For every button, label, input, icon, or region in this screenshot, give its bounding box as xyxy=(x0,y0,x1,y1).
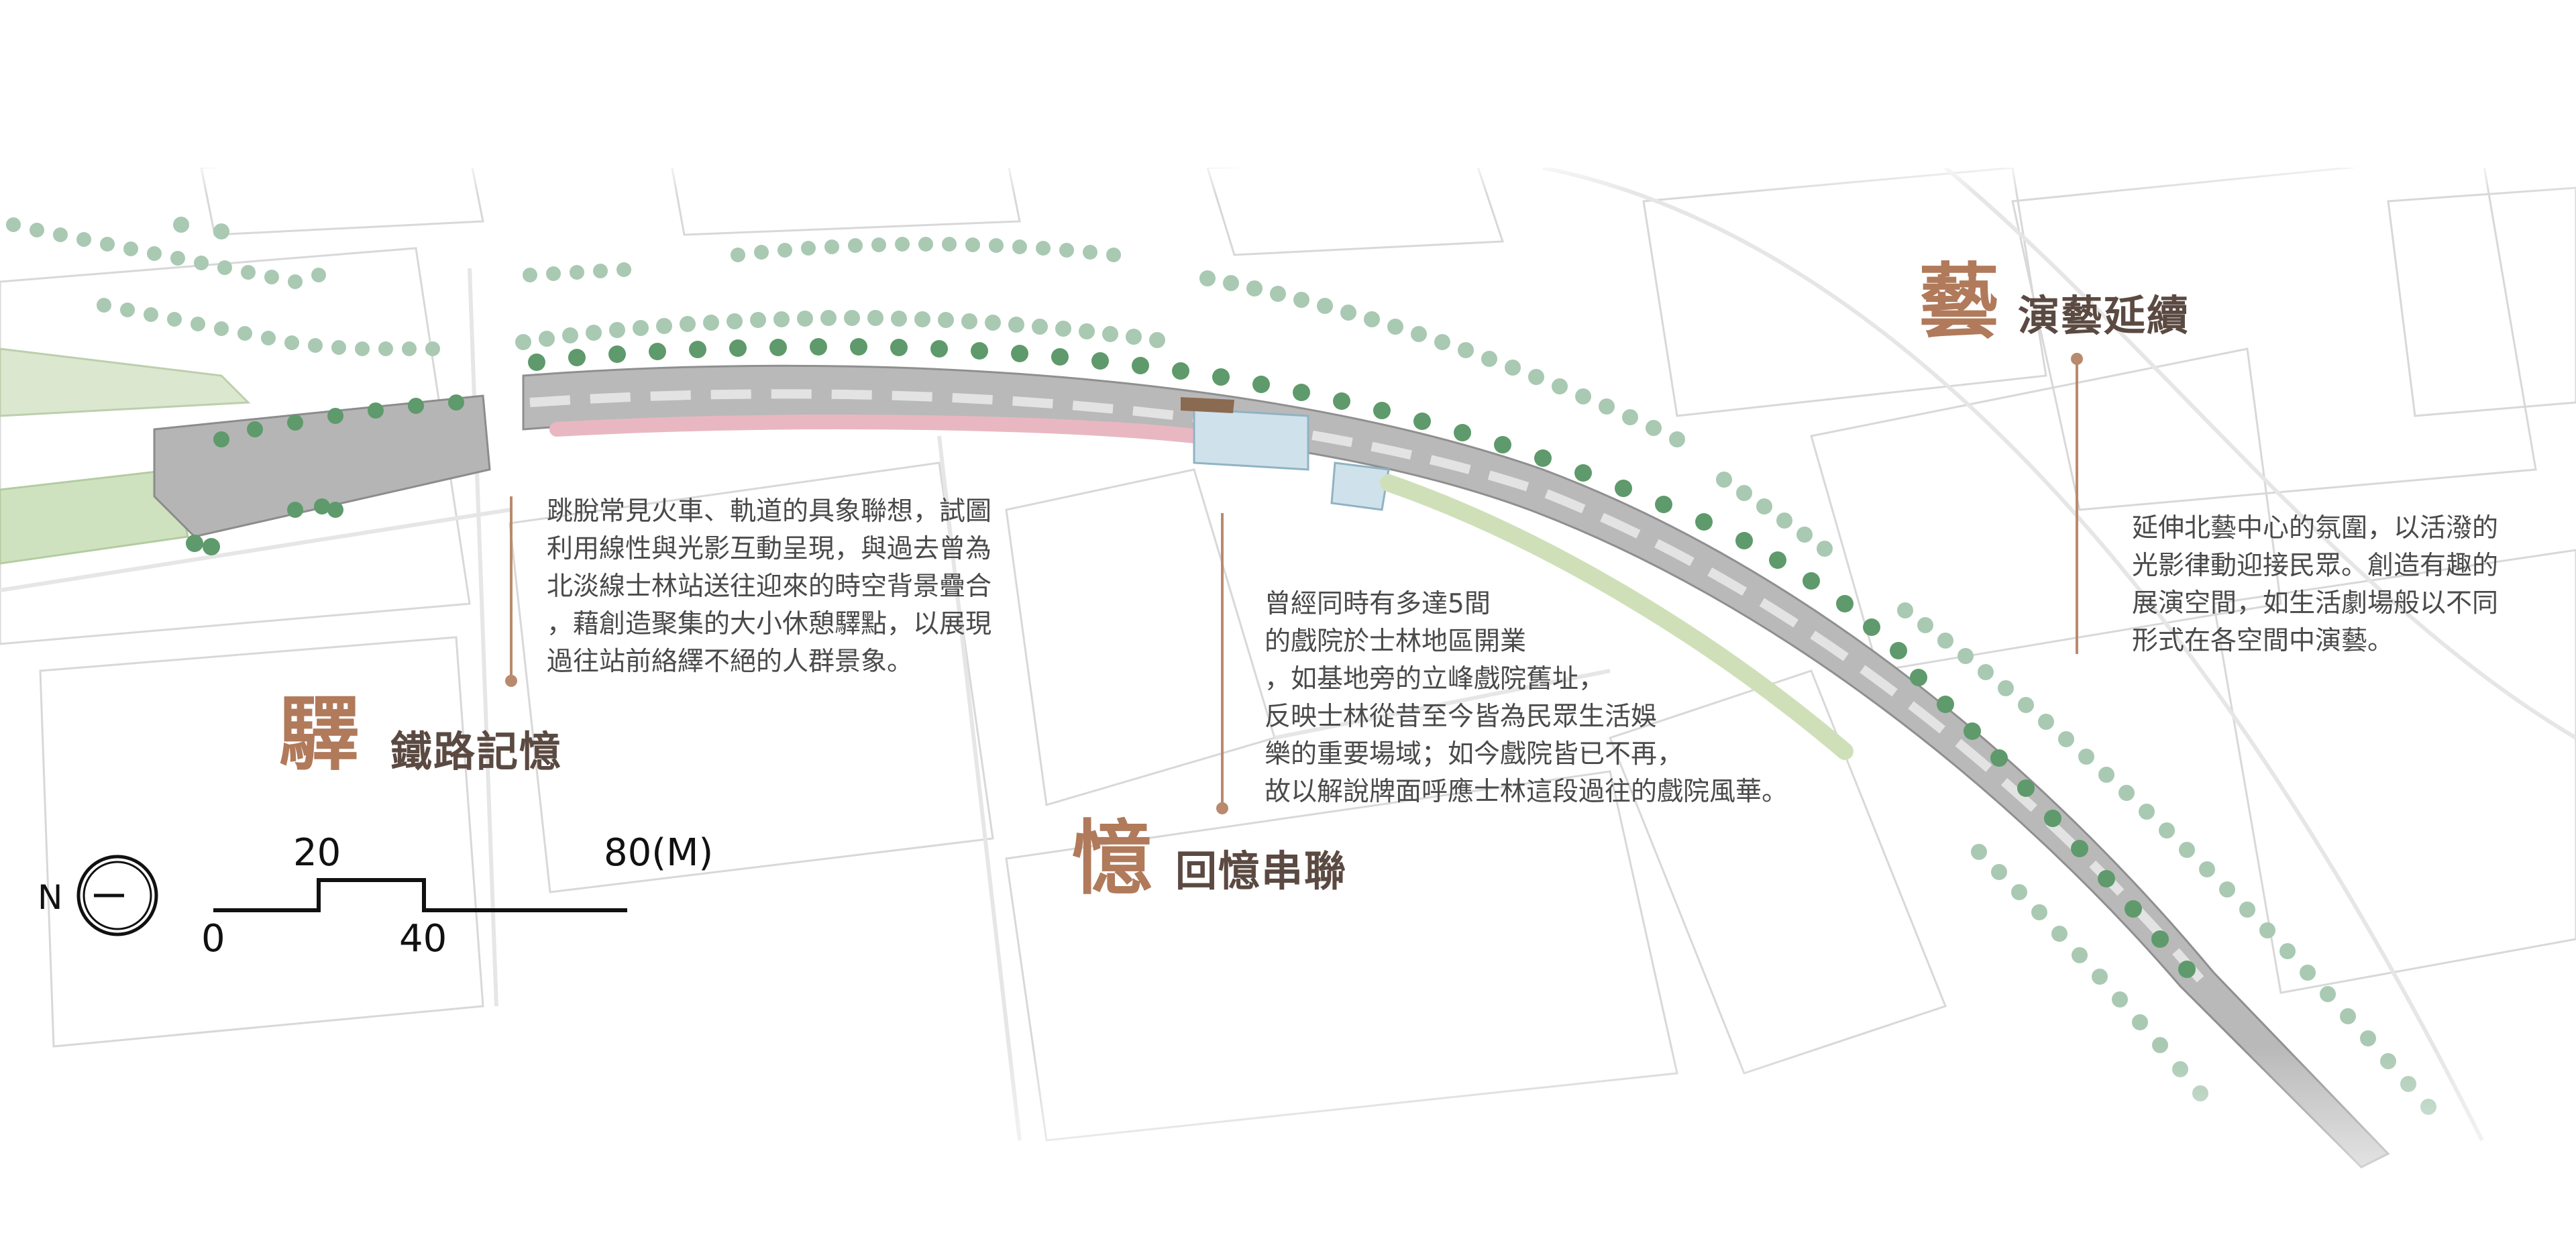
scale-label-40: 40 xyxy=(399,917,447,961)
scale-label-20: 20 xyxy=(293,831,341,875)
upper-tree-row xyxy=(6,217,2436,1115)
corridor-tree-row xyxy=(186,338,2196,978)
leader-lines xyxy=(505,353,2083,814)
theme-memory-character: 憶 xyxy=(1072,811,1152,906)
theme-memory-title: 回憶串聯 xyxy=(1175,847,1348,895)
theme-yi-title: 鐵路記憶 xyxy=(390,727,563,776)
north-arrow-symbol xyxy=(76,855,158,936)
theme-art-title: 演藝延續 xyxy=(2018,291,2190,340)
north-label: N xyxy=(38,878,63,917)
theme-memory-description: 曾經同時有多達5間 的戲院於士林地區開業 ，如基地旁的立峰戲院舊址， 反映士林從… xyxy=(1265,589,1788,807)
city-streets xyxy=(0,166,2576,1142)
theme-art-description: 延伸北藝中心的氛圍，以活潑的 光影律動迎接民眾。創造有趣的 展演空間，如生活劇場… xyxy=(2132,513,2499,656)
theme-yi-character: 驛 xyxy=(278,687,359,781)
theme-yi-description: 跳脫常見火車、軌道的具象聯想，試圖 利用線性與光影互動呈現，與過去曾為 北淡線士… xyxy=(547,496,992,677)
scale-label-80: 80(M) xyxy=(604,831,714,875)
theme-art-character: 藝 xyxy=(1919,254,1999,349)
scale-label-0: 0 xyxy=(201,917,225,961)
scale-bar xyxy=(213,878,627,912)
corridor xyxy=(0,347,2390,1169)
